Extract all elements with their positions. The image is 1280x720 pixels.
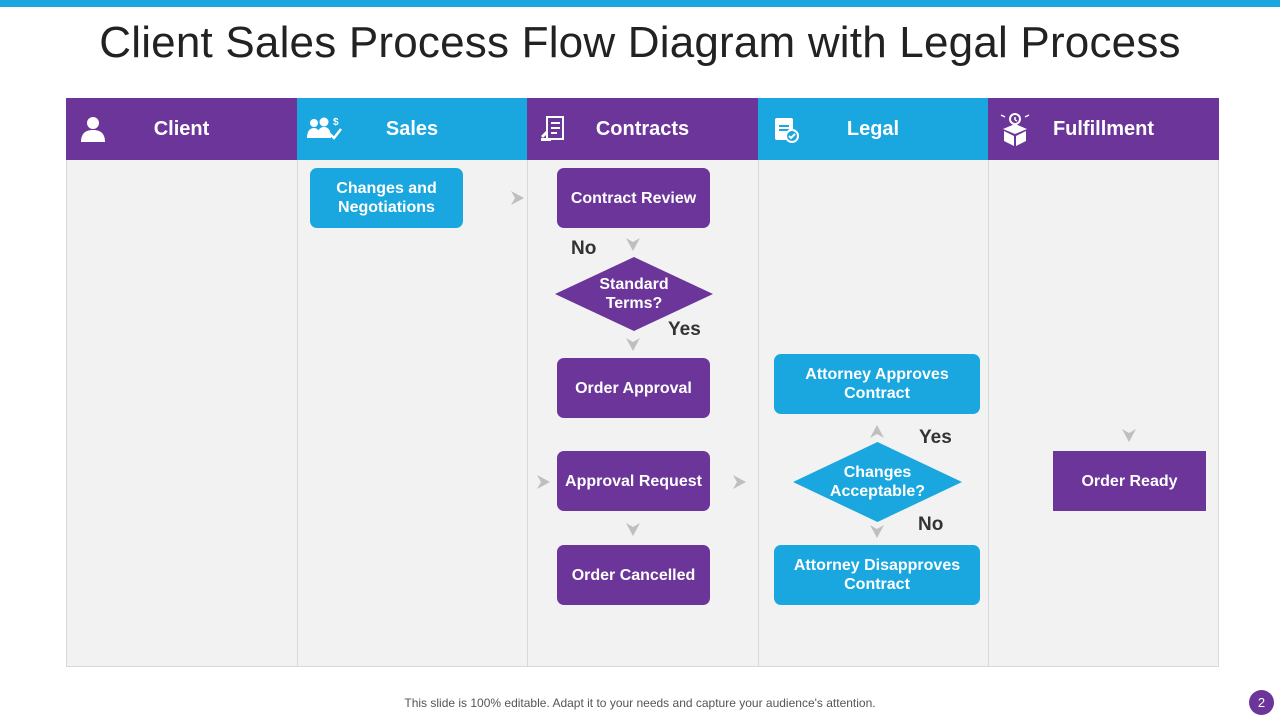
node-changes-negotiations[interactable]: Changes and Negotiations (310, 168, 463, 228)
lane-header-client: Client (66, 98, 297, 160)
lane-client (66, 98, 297, 667)
arrow-right-icon (511, 191, 524, 205)
label-yes-standard-terms: Yes (668, 319, 701, 340)
arrow-right-icon (733, 475, 746, 489)
lane-label-client: Client (153, 118, 210, 140)
node-attorney-approves[interactable]: Attorney Approves Contract (774, 354, 980, 414)
lane-fulfillment (988, 98, 1219, 667)
lane-header-sales: $ Sales (297, 98, 527, 160)
lane-label-sales: Sales (385, 118, 439, 140)
lane-label-legal: Legal (846, 118, 900, 140)
arrow-down-icon (870, 525, 884, 538)
node-attorney-disapproves[interactable]: Attorney Disapproves Contract (774, 545, 980, 605)
slide-title: Client Sales Process Flow Diagram with L… (99, 18, 1181, 67)
sales-team-icon: $ (305, 110, 343, 148)
node-approval-request[interactable]: Approval Request (557, 451, 710, 511)
diamond-shape (793, 442, 962, 522)
lane-label-fulfillment: Fulfillment (1052, 118, 1155, 140)
top-accent-bar (0, 0, 1280, 7)
node-contract-review[interactable]: Contract Review (557, 168, 710, 228)
arrow-up-icon (870, 425, 884, 438)
svg-text:$: $ (333, 117, 339, 128)
decision-changes-acceptable-label: Changes Acceptable? (829, 464, 926, 500)
label-no-changes-acceptable: No (918, 514, 944, 535)
page-number-badge: 2 (1249, 690, 1274, 715)
node-order-approval[interactable]: Order Approval (557, 358, 710, 418)
decision-standard-terms-label: Standard Terms? (599, 276, 669, 312)
arrow-down-icon (626, 238, 640, 251)
arrow-down-icon (626, 523, 640, 536)
arrow-down-icon (626, 338, 640, 351)
lane-header-legal: Legal (758, 98, 988, 160)
arrow-down-icon (1122, 429, 1136, 442)
node-order-ready[interactable]: Order Ready (1053, 451, 1206, 511)
diamond-shape (555, 257, 713, 331)
arrow-right-icon (537, 475, 550, 489)
lane-label-contracts: Contracts (595, 118, 690, 140)
node-order-cancelled[interactable]: Order Cancelled (557, 545, 710, 605)
box-delivery-icon (996, 110, 1034, 148)
label-no-standard-terms: No (571, 238, 597, 259)
legal-document-icon (766, 110, 804, 148)
person-icon (74, 110, 112, 148)
lane-divider (66, 666, 1219, 667)
footer-note: This slide is 100% editable. Adapt it to… (404, 696, 876, 710)
decision-standard-terms[interactable]: Standard Terms? (555, 257, 713, 331)
contract-document-icon (535, 110, 573, 148)
label-yes-changes-acceptable: Yes (919, 427, 952, 448)
lane-header-contracts: Contracts (527, 98, 758, 160)
decision-changes-acceptable[interactable]: Changes Acceptable? (793, 442, 962, 522)
lane-header-fulfillment: Fulfillment (988, 98, 1219, 160)
